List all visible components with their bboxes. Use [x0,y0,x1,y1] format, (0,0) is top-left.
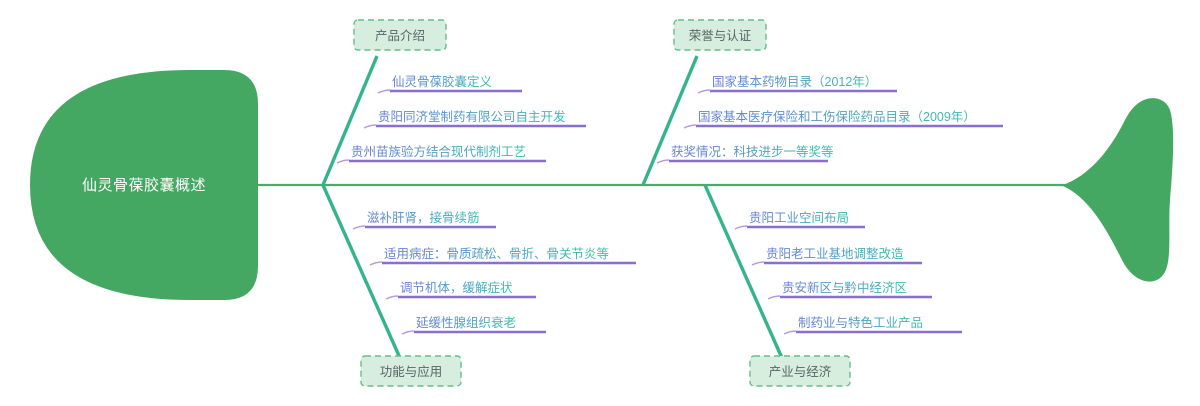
sub-connector-honors-certifications-1 [683,124,697,129]
sub-label-industry-economy-3: 制药业与特色工业产品 [798,315,923,330]
sub-item-product-intro-2[interactable]: 贵州苗族验方结合现代制剂工艺 [336,144,546,164]
sub-connector-honors-certifications-2 [656,159,670,164]
sub-item-functions-applications-3[interactable]: 延缓性腺组织衰老 [401,315,546,335]
sub-connector-product-intro-0 [377,89,391,94]
sub-item-industry-economy-1[interactable]: 贵阳老工业基地调整改造 [751,246,922,266]
category-label-honors-certifications: 荣誉与认证 [689,29,752,43]
sub-label-functions-applications-0: 滋补肝肾，接骨续筋 [367,210,480,225]
sub-connector-product-intro-2 [336,159,350,164]
branch-product-intro: 产品介绍 仙灵骨葆胶囊定义 贵阳同济堂制药有限公司自主开发 贵州苗族验方结合现代… [321,19,586,186]
branch-industry-economy: 产业与经济 贵阳工业空间布局 贵阳老工业基地调整改造 贵安新区与黔中经济区 制药… [703,184,962,387]
category-box-honors-certifications[interactable]: 荣誉与认证 [673,19,767,51]
sub-label-functions-applications-2: 调节机体，缓解症状 [400,280,513,295]
sub-label-product-intro-1: 贵阳同济堂制药有限公司自主开发 [378,109,566,124]
sub-label-product-intro-0: 仙灵骨葆胶囊定义 [392,74,493,89]
sub-connector-functions-applications-0 [352,225,366,230]
sub-item-honors-certifications-1[interactable]: 国家基本医疗保险和工伤保险药品目录（2009年） [683,109,1003,129]
sub-item-industry-economy-2[interactable]: 贵安新区与黔中经济区 [767,280,932,300]
fish-head: 仙灵骨葆胶囊概述 [30,70,258,300]
sub-label-industry-economy-2: 贵安新区与黔中经济区 [782,280,907,295]
sub-item-product-intro-0[interactable]: 仙灵骨葆胶囊定义 [377,74,522,94]
sub-item-functions-applications-2[interactable]: 调节机体，缓解症状 [385,280,536,300]
sub-connector-industry-economy-1 [751,261,765,266]
sub-item-industry-economy-0[interactable]: 贵阳工业空间布局 [734,211,865,230]
sub-item-honors-certifications-0[interactable]: 国家基本药物目录（2012年） [697,74,897,94]
branch-line-honors-certifications [641,55,699,186]
category-box-industry-economy[interactable]: 产业与经济 [749,355,851,387]
sub-label-functions-applications-3: 延缓性腺组织衰老 [416,315,516,330]
branch-honors-certifications: 荣誉与认证 国家基本药物目录（2012年） 国家基本医疗保险和工伤保险药品目录（… [641,19,1003,186]
category-box-rect-product-intro [353,19,447,51]
category-box-rect-industry-economy [749,355,851,387]
sub-label-honors-certifications-0: 国家基本药物目录（2012年） [712,74,877,89]
branch-line-industry-economy [703,184,784,359]
sub-label-industry-economy-0: 贵阳工业空间布局 [749,211,849,225]
branch-functions-applications: 功能与应用 滋补肝肾，接骨续筋 适用病症：骨质疏松、骨折、骨关节炎等 调节机体，… [321,184,636,387]
sub-label-honors-certifications-1: 国家基本医疗保险和工伤保险药品目录（2009年） [698,109,976,124]
sub-connector-functions-applications-1 [369,261,383,266]
sub-connector-industry-economy-0 [734,225,748,230]
category-box-product-intro[interactable]: 产品介绍 [353,19,447,51]
fish-head-label: 仙灵骨葆胶囊概述 [82,177,206,194]
sub-item-functions-applications-0[interactable]: 滋补肝肾，接骨续筋 [352,210,496,230]
category-box-rect-functions-applications [360,355,462,387]
sub-connector-industry-economy-3 [783,330,797,335]
category-box-rect-honors-certifications [673,19,767,51]
fish-head-shape [30,70,258,300]
category-label-functions-applications: 功能与应用 [380,364,443,379]
branch-line-product-intro [321,55,379,186]
sub-label-product-intro-2: 贵州苗族验方结合现代制剂工艺 [351,144,526,159]
sub-connector-functions-applications-3 [401,330,415,335]
category-label-industry-economy: 产业与经济 [769,364,832,379]
sub-label-industry-economy-1: 贵阳老工业基地调整改造 [766,246,904,261]
sub-connector-product-intro-1 [363,124,377,129]
sub-label-functions-applications-1: 适用病症：骨质疏松、骨折、骨关节炎等 [384,246,609,261]
sub-item-industry-economy-3[interactable]: 制药业与特色工业产品 [783,315,962,335]
fish-tail [1063,98,1174,282]
branch-line-functions-applications [321,184,402,359]
sub-item-functions-applications-1[interactable]: 适用病症：骨质疏松、骨折、骨关节炎等 [369,246,636,266]
category-label-product-intro: 产品介绍 [375,29,425,43]
category-box-functions-applications[interactable]: 功能与应用 [360,355,462,387]
sub-label-honors-certifications-2: 获奖情况：科技进步一等奖等 [671,144,834,159]
fish-tail-shape [1063,98,1174,282]
sub-connector-industry-economy-2 [767,295,781,300]
sub-item-honors-certifications-2[interactable]: 获奖情况：科技进步一等奖等 [656,144,834,164]
sub-item-product-intro-1[interactable]: 贵阳同济堂制药有限公司自主开发 [363,109,586,129]
sub-connector-functions-applications-2 [385,295,399,300]
sub-connector-honors-certifications-0 [697,89,711,94]
